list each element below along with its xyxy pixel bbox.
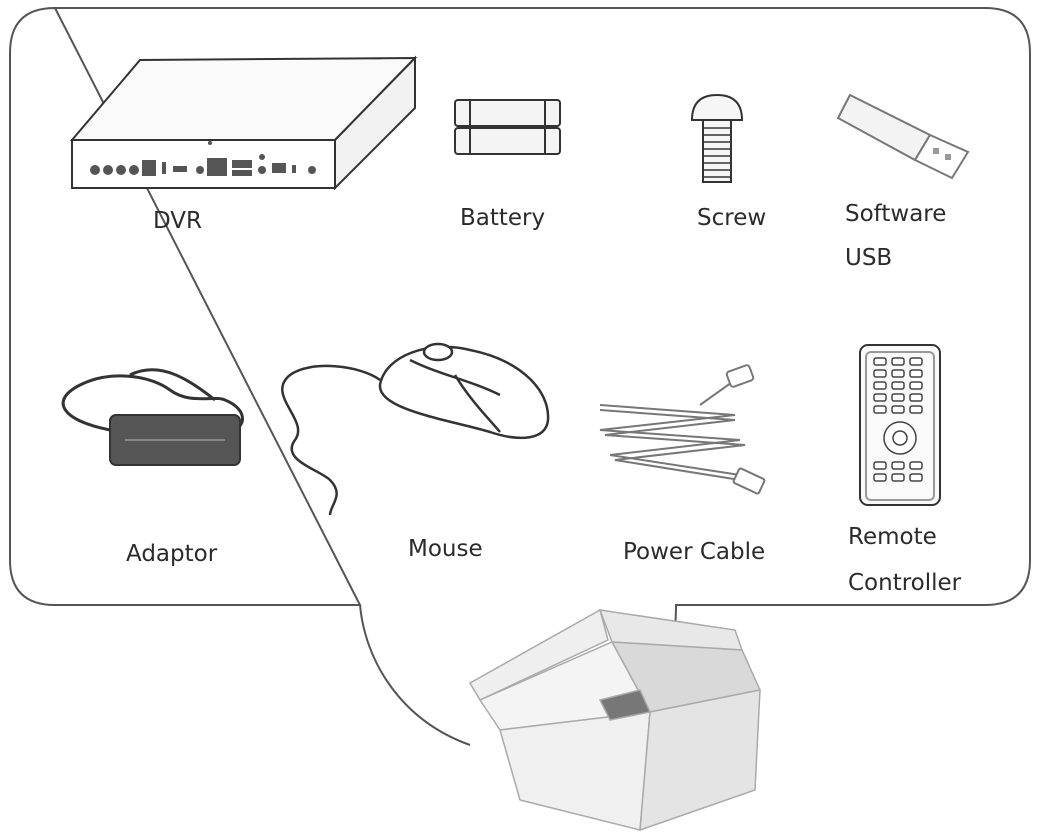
usb-drive-icon [836,93,970,180]
power-cable-label: Power Cable [623,539,766,565]
open-box-icon [468,608,762,832]
remote-controller-icon [859,344,941,506]
mouse-icon [281,342,550,516]
battery-icon [454,99,561,155]
remote-controller-label-line1: Remote [848,524,937,550]
dvr-label: DVR [153,208,203,234]
adaptor-label: Adaptor [126,541,218,567]
software-usb-label-line1: Software [845,201,947,227]
dvr-icon [69,55,418,191]
power-cable-icon [599,364,766,495]
mouse-label: Mouse [408,536,483,562]
screw-icon [690,93,744,183]
battery-label: Battery [460,205,546,231]
screw-label: Screw [697,205,767,231]
software-usb-label-line2: USB [845,245,893,271]
remote-controller-label-line2: Controller [848,570,962,596]
power-adaptor-icon [61,368,244,466]
